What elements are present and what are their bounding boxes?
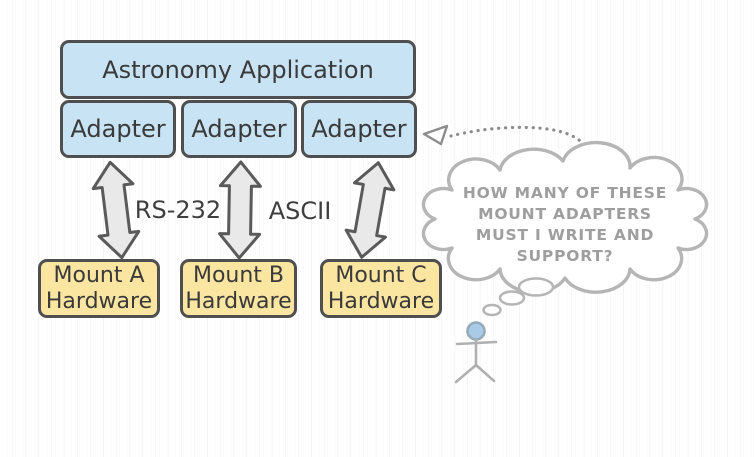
thought-cloud-icon — [421, 140, 709, 294]
mount-hardware-label: Hardware — [185, 288, 292, 314]
mount-hardware-label: Hardware — [327, 288, 435, 314]
connection-label-ascii: ASCII — [268, 197, 332, 225]
adapter-box-2: Adapter — [181, 100, 297, 158]
thought-cloud-text: HOW MANY OF THESE MOUNT ADAPTERS MUST I … — [462, 184, 668, 265]
astronomy-application-label: Astronomy Application — [102, 55, 374, 84]
mount-hardware-label: Hardware — [45, 288, 153, 314]
adapter-label: Adapter — [191, 115, 287, 143]
mount-c-hardware-box: Mount C Hardware — [320, 259, 442, 318]
adapter-label: Adapter — [70, 115, 166, 143]
stick-figure-icon — [454, 321, 498, 384]
connection-label-rs232: RS-232 — [134, 196, 222, 224]
adapter-box-3: Adapter — [301, 100, 417, 158]
mount-b-hardware-box: Mount B Hardware — [180, 259, 297, 318]
double-headed-arrow-icon — [344, 161, 396, 259]
mount-name: Mount B — [192, 262, 285, 288]
open-triangle-arrowhead-icon — [422, 124, 449, 146]
mount-a-hardware-box: Mount A Hardware — [38, 259, 160, 318]
adapter-label: Adapter — [311, 115, 407, 143]
adapter-box-1: Adapter — [60, 100, 176, 158]
thought-bubble-trail-icon — [482, 277, 555, 317]
astronomy-application-box: Astronomy Application — [60, 40, 416, 99]
mount-name: Mount C — [335, 262, 427, 288]
double-headed-arrow-icon — [91, 160, 141, 260]
mount-name: Mount A — [53, 262, 145, 288]
double-headed-arrow-icon — [218, 160, 262, 260]
